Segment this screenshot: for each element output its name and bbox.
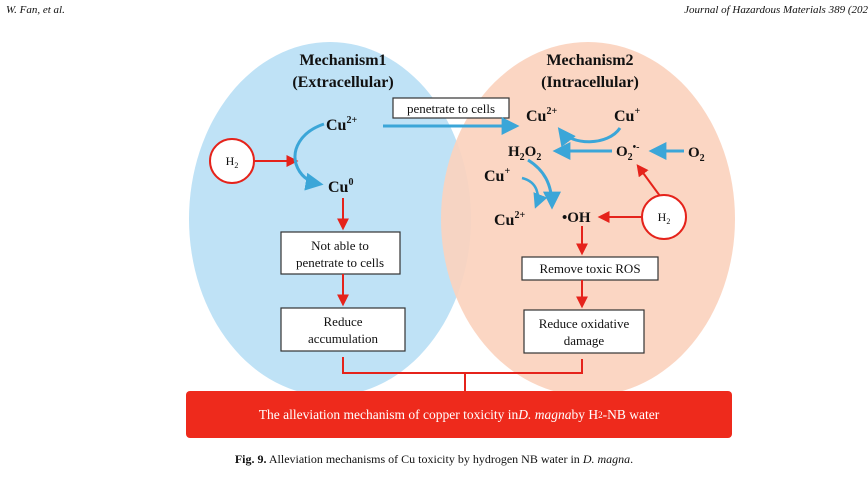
- running-header-journal: Journal of Hazardous Materials 389 (202: [684, 4, 868, 16]
- caption-label: Fig. 9.: [234, 452, 267, 466]
- cu2-right: Cu2+: [526, 106, 557, 125]
- h2o2: H2O2: [508, 144, 541, 163]
- figure-caption: Fig. 9. Alleviation mechanisms of Cu tox…: [0, 452, 868, 467]
- conclusion-banner: The alleviation mechanism of copper toxi…: [186, 391, 732, 438]
- remove-ros-box: [521, 256, 659, 281]
- cu0-left: Cu0: [328, 177, 353, 196]
- banner-species: D. magna: [518, 406, 572, 422]
- cu-reduction-curve: [293, 122, 325, 191]
- h2-right: H2: [658, 210, 671, 226]
- mechanism1-title: Mechanism1: [299, 52, 386, 69]
- running-header-authors: W. Fan, et al.: [6, 4, 65, 16]
- not-able-line2: penetrate to cells: [296, 255, 384, 270]
- h2-left: H2: [226, 154, 239, 170]
- reduce-accumulation-box: [280, 307, 406, 352]
- cu-plus-top: Cu+: [614, 106, 640, 125]
- reduce-accumulation-line2: accumulation: [308, 331, 379, 346]
- banner-text-post: -NB water: [602, 406, 660, 422]
- hydroxyl-radical: •OH: [562, 210, 591, 226]
- not-able-line1: Not able to: [311, 238, 369, 253]
- banner-text-pre: The alleviation mechanism of copper toxi…: [258, 406, 519, 422]
- banner-text-mid: by H: [571, 406, 599, 422]
- cu2-bottom: Cu2+: [494, 210, 525, 229]
- caption-end: .: [630, 452, 634, 466]
- o2-radical: O2•-: [616, 142, 640, 163]
- mechanism2-subtitle: (Intracellular): [541, 74, 639, 91]
- banner-sub: 2: [598, 409, 603, 420]
- h2-to-radical-arrow: [636, 164, 661, 197]
- caption-text: Alleviation mechanisms of Cu toxicity by…: [266, 452, 583, 466]
- reduce-oxidative-line2: damage: [564, 333, 605, 348]
- merge-bracket: [342, 357, 583, 374]
- remove-ros-label: Remove toxic ROS: [539, 261, 640, 276]
- reduce-oxidative-box: [523, 309, 645, 354]
- mechanism2-title: Mechanism2: [546, 52, 633, 69]
- cu-oxidation-curve-mid: [521, 176, 548, 209]
- cu-plus-mid: Cu+: [484, 166, 510, 185]
- cu-oxidation-curve-top: [557, 127, 622, 147]
- h2o2-to-oh-curve: [527, 158, 561, 210]
- mechanism1-subtitle: (Extracellular): [292, 74, 393, 91]
- o2: O2: [688, 145, 705, 164]
- reduce-accumulation-line1: Reduce: [324, 314, 363, 329]
- cu2-left: Cu2+: [326, 115, 357, 134]
- caption-species: D. magna: [582, 452, 631, 466]
- reduce-oxidative-line1: Reduce oxidative: [539, 316, 630, 331]
- not-able-box: [280, 231, 401, 275]
- penetrate-label-box: [392, 97, 510, 119]
- penetrate-label: penetrate to cells: [407, 101, 495, 116]
